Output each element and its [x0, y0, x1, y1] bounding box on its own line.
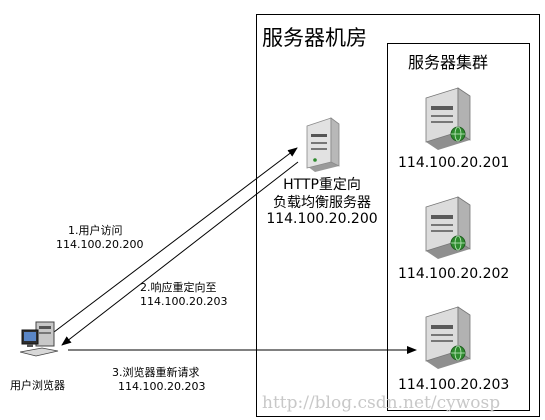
- server-1-icon: [420, 84, 476, 150]
- server-room-title: 服务器机房: [262, 26, 367, 50]
- step-2-ip: 114.100.20.203: [140, 295, 228, 308]
- server-2-icon: [420, 193, 476, 259]
- arrow-user-to-lb: [53, 147, 298, 333]
- step-3-ip: 114.100.20.203: [118, 380, 206, 393]
- arrow-lb-to-user: [61, 161, 299, 346]
- server-3-ip: 114.100.20.203: [398, 377, 510, 393]
- server-1-ip: 114.100.20.201: [398, 155, 510, 171]
- step-2-label: 2.响应重定向至: [140, 281, 217, 294]
- server-3-icon: [420, 303, 476, 369]
- load-balancer-label-line2: 负载均衡服务器: [273, 195, 371, 211]
- server-cluster-title: 服务器集群: [408, 53, 489, 72]
- step-3-label: 3.浏览器重新请求: [112, 366, 200, 379]
- load-balancer-label-line1: HTTP重定向: [283, 177, 361, 193]
- server-2-ip: 114.100.20.202: [398, 266, 510, 282]
- watermark: http://blog.csdn.net/cywosp: [262, 393, 501, 413]
- step-1-ip: 114.100.20.200: [56, 238, 144, 251]
- user-computer-icon: [19, 320, 68, 360]
- step-1-label: 1.用户访问: [68, 224, 123, 237]
- user-browser-label: 用户浏览器: [10, 379, 65, 392]
- load-balancer-server-icon: [301, 112, 343, 172]
- load-balancer-ip: 114.100.20.200: [266, 211, 378, 227]
